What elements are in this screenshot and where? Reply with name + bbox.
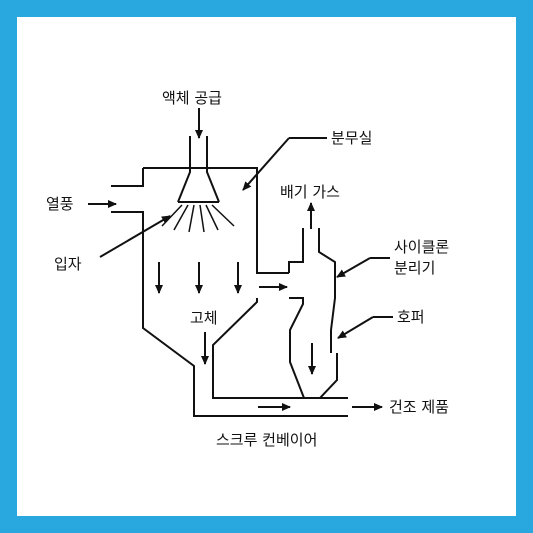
particles-label: 입자 (54, 255, 82, 273)
hopper-leader-diag (337, 316, 374, 339)
particle-leader (99, 215, 171, 258)
cyclone-right-wall (318, 228, 336, 353)
liquid-feed-label: 액체 공급 (162, 89, 222, 107)
cyclone-separator (288, 228, 336, 399)
spray-nozzle (177, 136, 220, 203)
spray-chamber (111, 167, 348, 417)
dried-product-label: 건조 제품 (389, 398, 449, 416)
spray-pattern (161, 204, 235, 233)
chamber-left-wall (111, 168, 348, 417)
spray-chamber-leader-diag (242, 137, 290, 191)
hopper-label: 호퍼 (397, 308, 425, 326)
solids-label: 고체 (190, 309, 218, 327)
hot-air-label: 열풍 (46, 195, 74, 213)
cyclone-left-wall (288, 228, 305, 399)
flow-arrows (88, 108, 383, 411)
chamber-top-wall (143, 167, 289, 274)
leader-lines (99, 137, 393, 339)
chamber-right-wall (212, 298, 304, 399)
hopper (304, 353, 348, 399)
cyclone-label-line2: 분리기 (394, 259, 435, 277)
diagram-panel (17, 17, 516, 516)
spray-chamber-label: 분무실 (331, 129, 372, 147)
cyclone-leader-diag (336, 257, 371, 278)
exhaust-gas-label: 배기 가스 (280, 183, 340, 201)
cyclone-label-line1: 사이클론 (394, 238, 449, 256)
screw-conveyor-label: 스크루 컨베이어 (216, 431, 317, 449)
